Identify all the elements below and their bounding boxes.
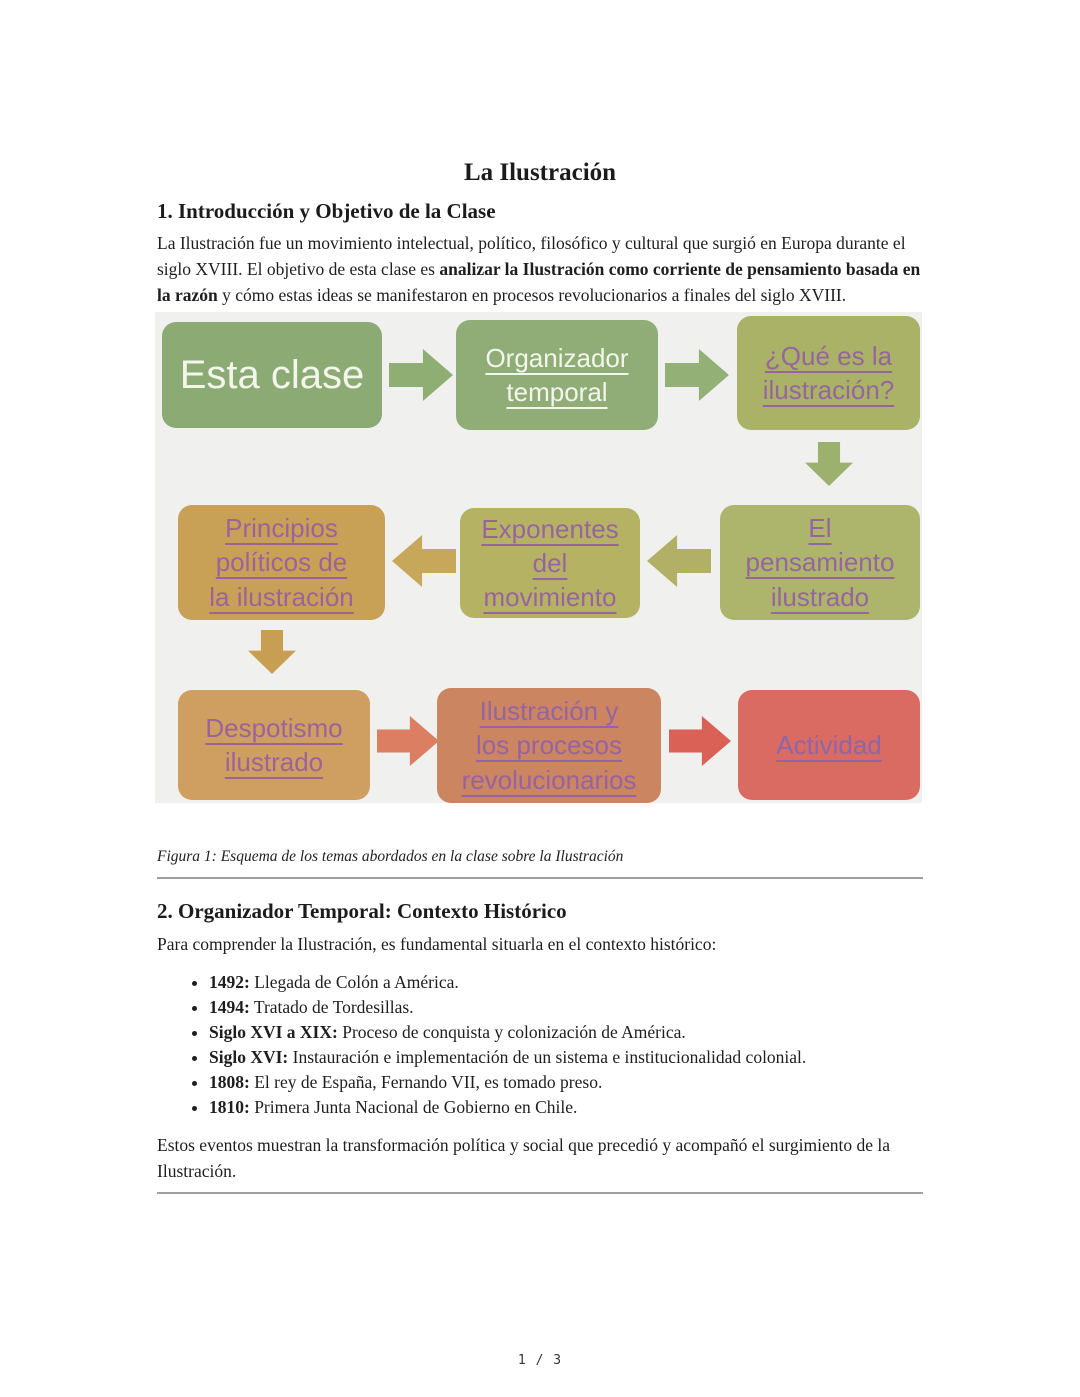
list-item: 1810: Primera Junta Nacional de Gobierno… [209,1095,923,1120]
bullet-label: 1492: [209,972,250,992]
section-2-outro: Estos eventos muestran la transformación… [157,1135,891,1181]
diagram-box-organizador-temporal: Organizador temporal [456,320,658,430]
diagram-box-exponentes-del-movimiento: Exponentes del movimiento [460,508,640,618]
bullet-text: Llegada de Colón a América. [249,972,459,992]
arrow-right-icon [665,349,729,401]
paragraph-bold-text: analizar la Ilustración como corriente d… [157,259,921,305]
diagram-box-procesos-revolucionarios: Ilustración y los procesos revolucionari… [437,688,661,803]
divider [157,1192,923,1194]
arrow-right-icon [389,349,453,401]
bullet-text: Proceso de conquista y colonización de A… [337,1022,686,1042]
arrow-left-icon [392,535,456,587]
list-item: 1492: Llegada de Colón a América. [209,970,923,995]
page-title: La Ilustración [463,159,617,186]
document-content: La Ilustración 1. Introducción y Objetiv… [155,0,923,1194]
bullet-text: El rey de España, Fernando VII, es tomad… [249,1072,603,1092]
arrow-left-icon [647,535,711,587]
diagram-box-despotismo-ilustrado: Despotismo ilustrado [178,690,370,800]
page-number: 1 / 3 [517,1353,563,1368]
list-item: Siglo XVI a XIX: Proceso de conquista y … [209,1020,923,1045]
diagram-box-que-es-la-ilustracion: ¿Qué es la ilustración? [737,316,920,430]
figure-1-diagram: Esta clase Organizador temporal ¿Qué es … [155,312,922,803]
bullet-text: Tratado de Tordesillas. [249,997,414,1017]
bullet-text: Primera Junta Nacional de Gobierno en Ch… [249,1097,578,1117]
bullet-label: 1808: [209,1072,250,1092]
paragraph-text: y cómo estas ideas se manifestaron en pr… [217,285,847,305]
timeline-list: 1492: Llegada de Colón a América. 1494: … [157,970,923,1120]
list-item: 1808: El rey de España, Fernando VII, es… [209,1070,923,1095]
divider [157,877,923,879]
bullet-text: Instauración e implementación de un sist… [288,1047,807,1067]
list-item: Siglo XVI: Instauración e implementación… [209,1045,923,1070]
arrow-right-icon [669,716,731,766]
diagram-box-principios-politicos: Principios políticos de la ilustración [178,505,385,620]
section-1-paragraph: La Ilustración fue un movimiento intelec… [157,230,923,308]
paragraph-text: La Ilustración fue un movimiento intelec… [157,233,906,279]
bullet-label: Siglo XVI a XIX: [209,1022,338,1042]
diagram-box-esta-clase: Esta clase [162,322,382,428]
list-item: 1494: Tratado de Tordesillas. [209,995,923,1020]
section-2-heading: 2. Organizador Temporal: Contexto Histór… [157,899,567,923]
diagram-box-pensamiento-ilustrado: El pensamiento ilustrado [720,505,920,620]
bullet-label: 1810: [209,1097,250,1117]
bullet-label: Siglo XVI: [209,1047,289,1067]
bullet-label: 1494: [209,997,250,1017]
arrow-down-icon [805,442,853,486]
section-2-intro: Para comprender la Ilustración, es funda… [157,934,717,954]
figure-caption: Figura 1: Esquema de los temas abordados… [157,848,624,865]
arrow-down-icon [248,630,296,674]
arrow-right-icon [377,716,439,766]
diagram-box-actividad: Actividad [738,690,920,800]
section-1-heading: 1. Introducción y Objetivo de la Clase [157,199,496,223]
